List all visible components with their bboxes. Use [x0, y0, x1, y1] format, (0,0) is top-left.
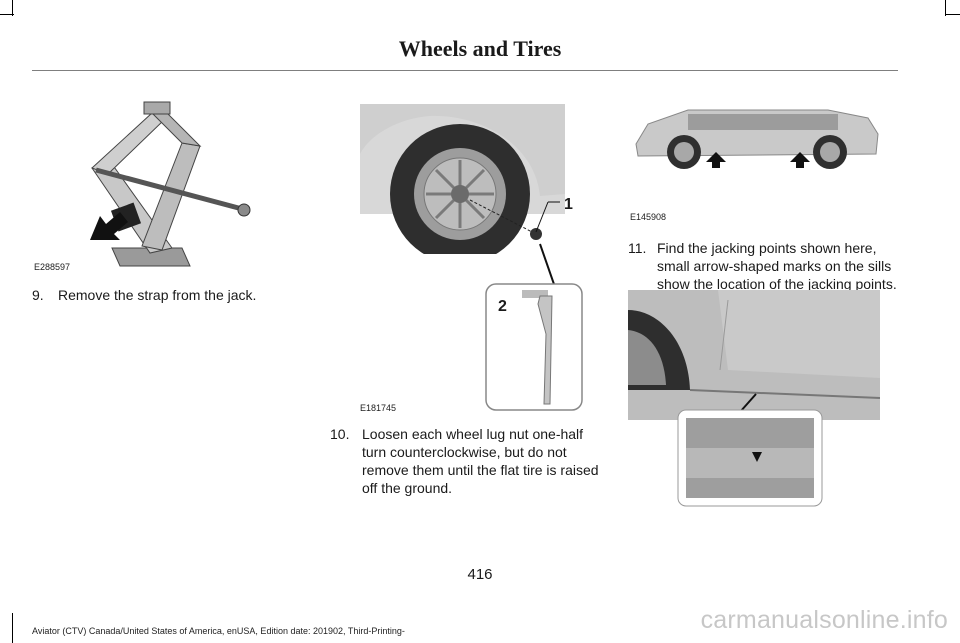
jack-figure: E288597	[32, 98, 272, 273]
header-divider	[32, 70, 898, 71]
step-10: 10. Loosen each wheel lug nut one-half t…	[330, 425, 610, 505]
crop-mark	[945, 0, 946, 16]
figure-code: E181745	[360, 403, 397, 413]
arrow-icon	[706, 152, 726, 168]
step-number: 10.	[330, 426, 350, 442]
sill-figure	[628, 290, 881, 510]
crop-mark	[0, 14, 14, 15]
figure-code: E145908	[630, 212, 667, 222]
step-text: Loosen each wheel lug nut one-half turn …	[362, 426, 599, 496]
crop-mark	[12, 0, 13, 16]
scissor-jack-illustration	[32, 98, 272, 273]
step-text: Remove the strap from the jack.	[58, 287, 257, 303]
crop-mark	[946, 14, 960, 15]
step-text: Find the jacking points shown here, smal…	[657, 240, 897, 292]
car-side-figure: E145908	[628, 104, 883, 224]
page-title: Wheels and Tires	[398, 36, 562, 61]
arrow-icon	[90, 212, 128, 240]
wheel-lug-nut-illustration	[360, 104, 583, 411]
watermark: carmanualsonline.info	[700, 606, 948, 634]
footer-text: Aviator (CTV) Canada/United States of Am…	[32, 626, 405, 636]
step-number: 11.	[628, 240, 647, 256]
crop-mark	[12, 613, 13, 643]
step-number: 9.	[32, 287, 44, 303]
step-9: 9. Remove the strap from the jack.	[32, 286, 292, 306]
car-side-illustration	[628, 104, 883, 214]
callout-1: 1	[564, 196, 573, 213]
sill-jacking-point-illustration	[628, 290, 881, 507]
figure-code: E288597	[34, 262, 71, 272]
wheel-figure: 1 2 E181745	[360, 104, 600, 414]
arrow-icon	[790, 152, 810, 168]
step-11: 11. Find the jacking points shown here, …	[628, 239, 908, 299]
arrow-mark-icon	[752, 452, 762, 462]
callout-2: 2	[498, 298, 507, 315]
page-number: 416	[467, 566, 493, 583]
